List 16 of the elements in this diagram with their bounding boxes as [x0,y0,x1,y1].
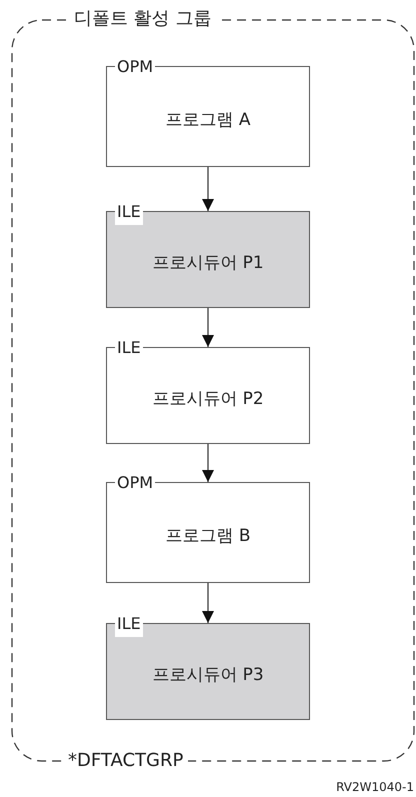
box-type-label: ILE [115,339,143,356]
box-label: 프로시듀어 P2 [152,388,264,410]
arrow [202,308,214,347]
box-label: 프로그램 B [165,524,251,546]
box-label: 프로그램 A [165,108,251,130]
arrow [202,444,214,482]
arrow [202,583,214,623]
box-type-label: ILE [115,615,143,637]
box-type-label: ILE [115,203,143,225]
group-title: 디폴트 활성 그룹 [69,9,216,29]
box-type-label: OPM [115,58,156,75]
figure-id: RV2W1040-1 [336,780,414,794]
box-label: 프로시듀어 P1 [152,252,264,274]
box-type-label: OPM [115,474,156,491]
arrow [202,167,214,211]
box-label: 프로시듀어 P3 [152,664,264,686]
